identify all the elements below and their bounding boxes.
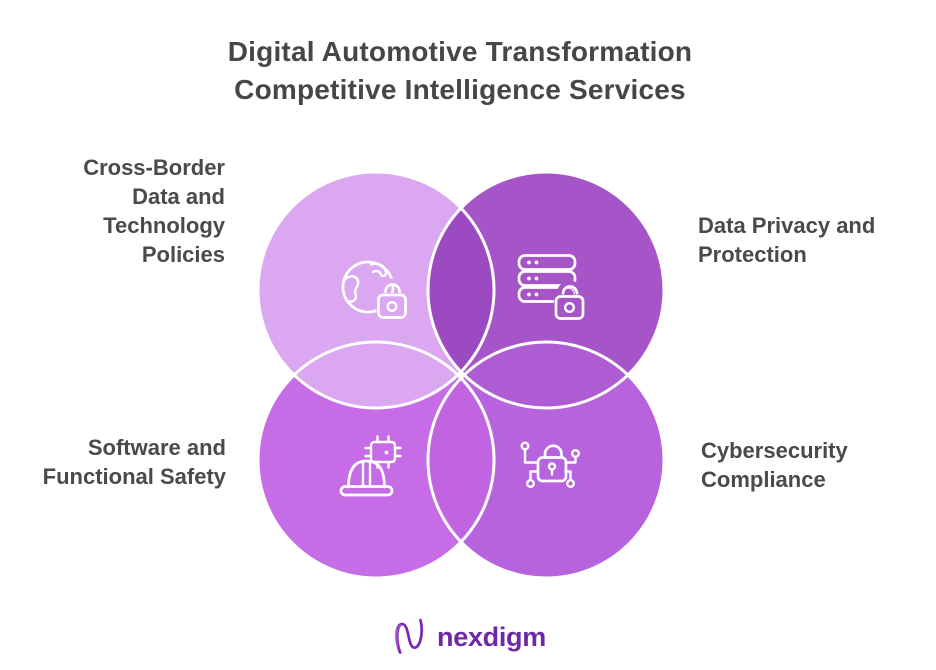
label-line: Compliance (701, 467, 826, 492)
label-line: Technology (103, 213, 225, 238)
label-data-privacy-protection: Data Privacy and Protection (698, 211, 875, 269)
label-line: Cybersecurity (701, 438, 848, 463)
label-line: Cross-Border (83, 155, 225, 180)
overlap-right (464, 342, 628, 408)
globe-lock-icon (341, 260, 408, 319)
title-line-2: Competitive Intelligence Services (234, 74, 686, 105)
hardhat-chip-icon (339, 435, 402, 497)
label-line: Protection (698, 242, 807, 267)
circle-outlines (256, 170, 666, 580)
circle-bottom-right (428, 342, 664, 578)
page-title: Digital Automotive Transformation Compet… (0, 33, 920, 109)
overlap-bottom (428, 378, 494, 542)
lock-circuit-icon (520, 441, 581, 489)
circle-top-right (428, 172, 664, 408)
brand-logo: nexdigm (0, 614, 936, 660)
circle-bottom-left (258, 342, 494, 578)
label-line: Software and (87, 435, 226, 460)
title-line-1: Digital Automotive Transformation (227, 36, 693, 67)
label-cross-border-data-technology-policies: Cross-Border Data and Technology Policie… (83, 153, 225, 269)
label-line: Functional Safety (42, 464, 226, 489)
server-lock-icon (517, 254, 585, 321)
label-line: Data Privacy and (698, 213, 876, 238)
label-line: Data and (132, 184, 225, 209)
circle-top-left (258, 172, 494, 408)
label-software-functional-safety: Software and Functional Safety (43, 433, 226, 491)
brand-name: nexdigm (437, 621, 546, 652)
label-line: Policies (141, 242, 225, 267)
label-cybersecurity-compliance: Cybersecurity Compliance (701, 436, 848, 494)
overlap-top (428, 208, 494, 372)
nexdigm-logo-icon (394, 618, 424, 655)
